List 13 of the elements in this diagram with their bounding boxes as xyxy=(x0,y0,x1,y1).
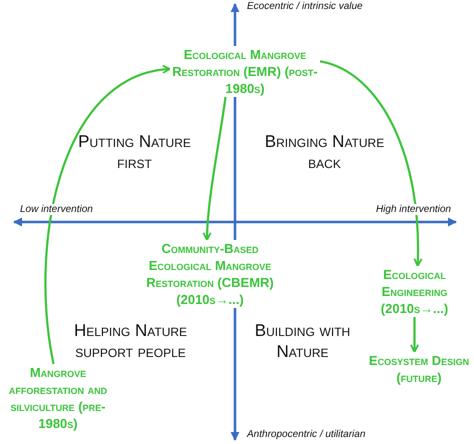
quadrant-label: Helping Nature support people xyxy=(72,320,188,362)
axis-label: Low intervention xyxy=(19,204,94,215)
arrow xyxy=(410,317,419,353)
arrow xyxy=(44,66,171,364)
arrow xyxy=(320,60,422,267)
approach-label: Ecological Mangrove Restoration (EMR) (post-1980s) xyxy=(170,46,320,97)
quadrant-label: Building with Nature xyxy=(254,320,352,362)
arrow xyxy=(202,96,227,241)
axis-label: Anthropocentric / utilitarian xyxy=(246,429,366,440)
quadrant-label: Bringing Nature back xyxy=(264,131,386,173)
quadrant-label: Putting Nature first xyxy=(77,131,192,173)
axis-label: Ecocentric / intrinsic value xyxy=(246,1,364,12)
axis-label: High intervention xyxy=(374,204,452,215)
